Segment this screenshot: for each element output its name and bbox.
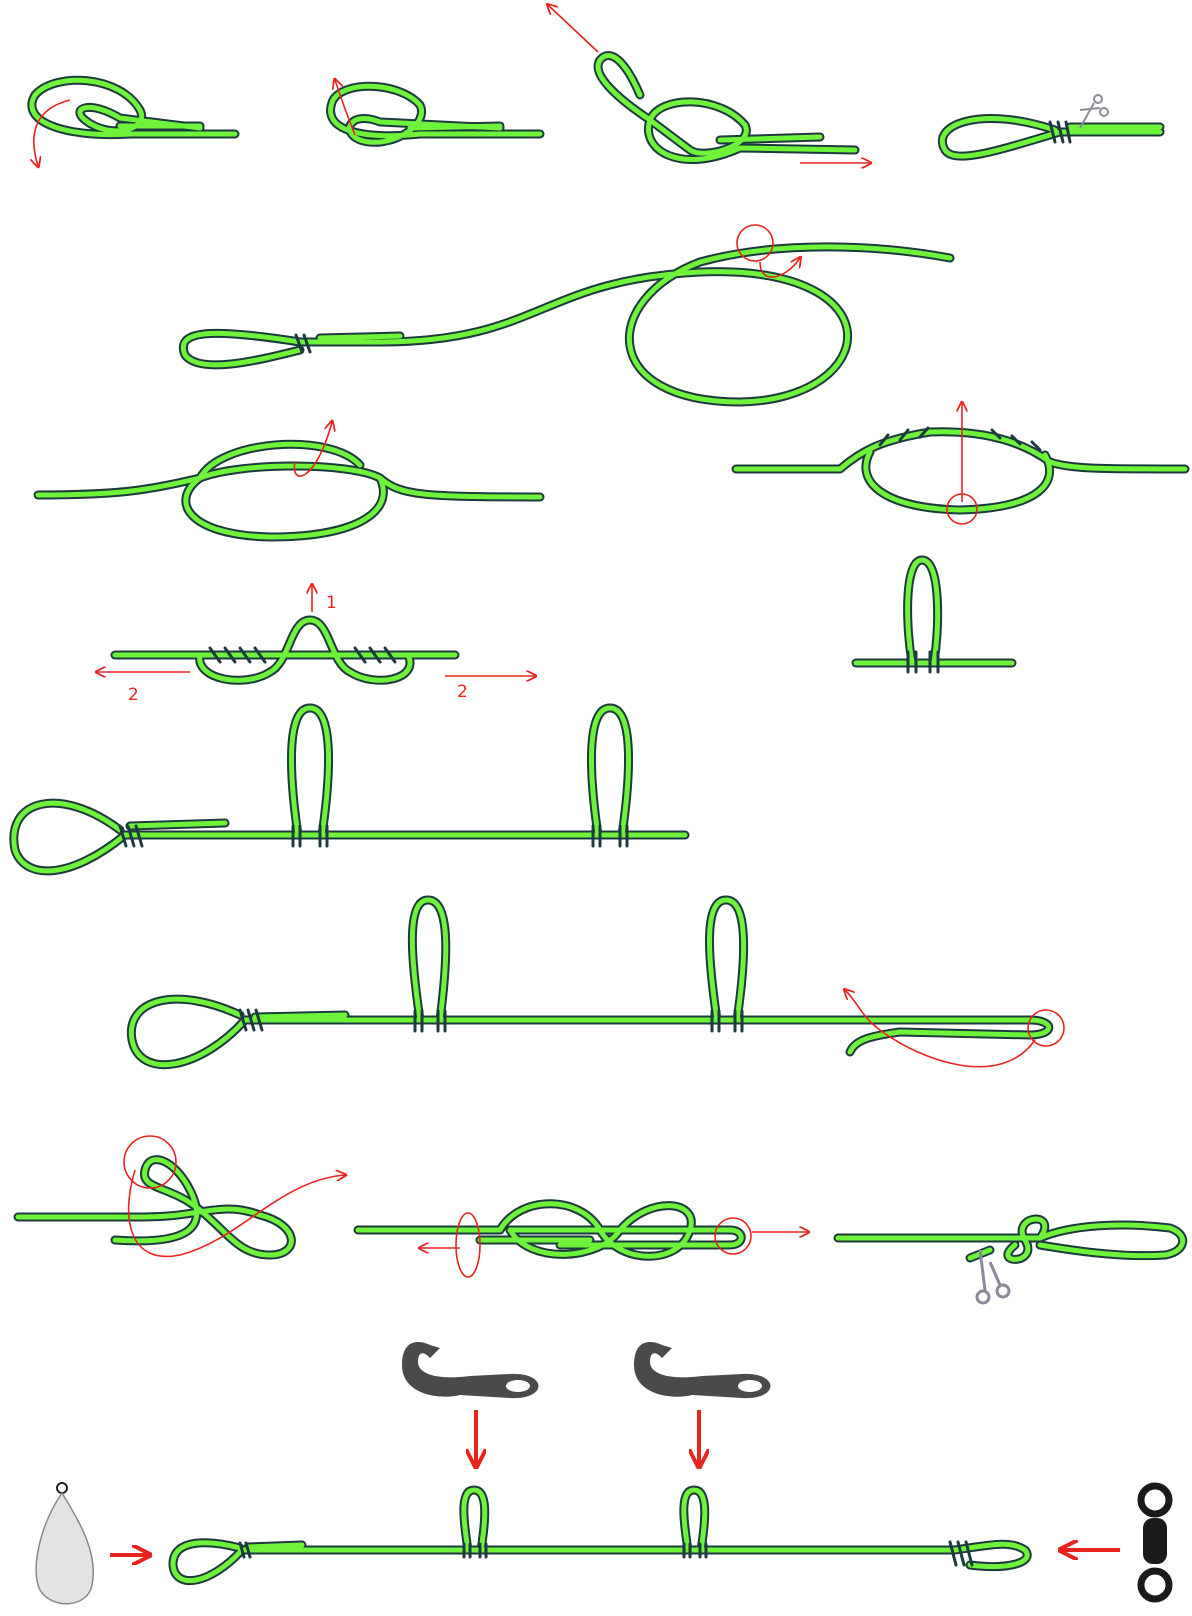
fishing-hook-icon bbox=[402, 1341, 539, 1399]
step-11-fold-line-end bbox=[126, 895, 1065, 1070]
step-4-surgeons-loop-trim bbox=[938, 94, 1165, 161]
step-13-figure-eight-dress bbox=[353, 1199, 808, 1278]
sinker-weight-icon bbox=[35, 1482, 94, 1605]
step-label-1: 1 bbox=[326, 593, 337, 613]
step-9-finished-dropper-loop bbox=[851, 555, 1017, 674]
step-8-pull-loop-through: 1 2 2 bbox=[97, 585, 535, 705]
step-1-surgeons-loop-start bbox=[27, 75, 240, 166]
step-5-long-line-loop bbox=[178, 224, 955, 407]
fishing-hook-icon bbox=[634, 1341, 771, 1399]
barrel-swivel-icon bbox=[1137, 1482, 1173, 1603]
step-15-final-rig bbox=[35, 1341, 1173, 1605]
step-6-twist-loop bbox=[33, 422, 545, 542]
step-3-surgeons-loop-pull bbox=[548, 5, 870, 163]
step-label-2-left: 2 bbox=[128, 685, 139, 705]
step-label-2-right: 2 bbox=[457, 682, 468, 702]
step-10-two-dropper-loops bbox=[9, 703, 690, 876]
step-14-figure-eight-trim bbox=[833, 1214, 1187, 1305]
step-7-twisted-wraps bbox=[731, 403, 1190, 525]
scissors-icon bbox=[975, 1249, 1011, 1305]
step-12-figure-eight-start bbox=[13, 1135, 345, 1260]
scissors-icon bbox=[1079, 94, 1109, 129]
step-2-surgeons-loop-wrap bbox=[326, 80, 545, 147]
